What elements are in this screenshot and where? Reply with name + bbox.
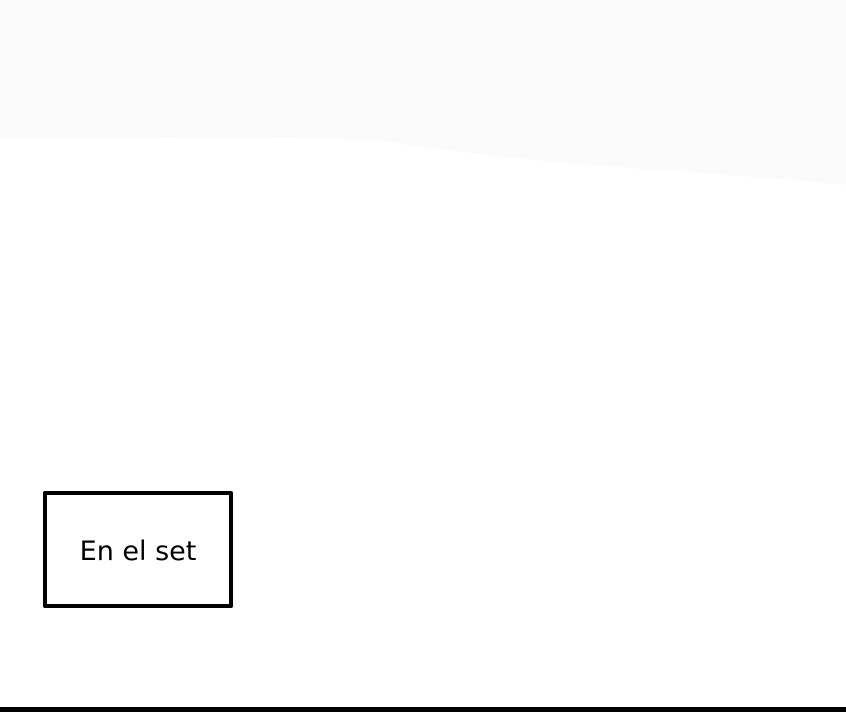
caption-text: En el set <box>79 536 197 567</box>
panel-border <box>0 707 846 712</box>
background-shading <box>0 0 846 185</box>
caption-box: En el set <box>43 491 233 608</box>
